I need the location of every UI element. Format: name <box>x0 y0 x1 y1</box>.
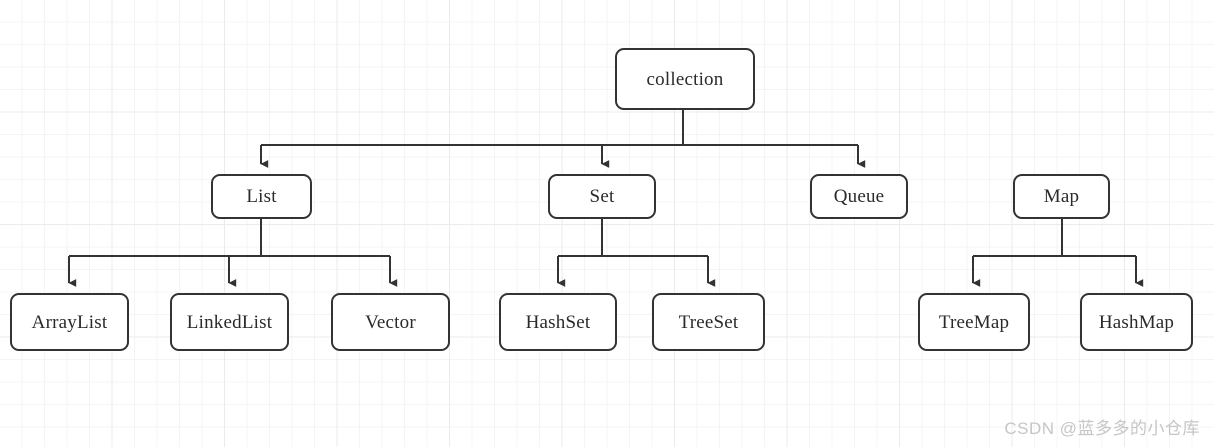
node-hashmap[interactable]: HashMap <box>1080 293 1193 351</box>
node-linkedlist[interactable]: LinkedList <box>170 293 289 351</box>
node-queue-label: Queue <box>833 186 885 207</box>
node-vector-label: Vector <box>365 311 416 333</box>
node-treeset[interactable]: TreeSet <box>652 293 765 351</box>
node-map-label: Map <box>1043 186 1080 207</box>
node-collection-label: collection <box>646 68 724 90</box>
node-set[interactable]: Set <box>548 174 656 219</box>
node-hashset[interactable]: HashSet <box>499 293 617 351</box>
node-list-label: List <box>246 186 277 207</box>
edge-map-to-children <box>972 219 1144 287</box>
edge-list-to-children <box>68 219 398 287</box>
node-arraylist[interactable]: ArrayList <box>10 293 129 351</box>
node-map[interactable]: Map <box>1013 174 1110 219</box>
node-collection[interactable]: collection <box>615 48 755 110</box>
edge-collection-to-level1 <box>260 110 866 168</box>
edge-set-to-children <box>557 219 716 287</box>
node-list[interactable]: List <box>211 174 312 219</box>
node-linkedlist-label: LinkedList <box>186 311 273 333</box>
node-hashmap-label: HashMap <box>1098 311 1175 333</box>
node-set-label: Set <box>589 186 615 207</box>
node-queue[interactable]: Queue <box>810 174 908 219</box>
node-arraylist-label: ArrayList <box>31 311 108 333</box>
node-treemap[interactable]: TreeMap <box>918 293 1030 351</box>
node-treemap-label: TreeMap <box>938 311 1010 333</box>
node-vector[interactable]: Vector <box>331 293 450 351</box>
watermark: CSDN @蓝多多的小仓库 <box>1004 419 1200 438</box>
node-treeset-label: TreeSet <box>678 311 739 333</box>
node-hashset-label: HashSet <box>525 311 591 333</box>
